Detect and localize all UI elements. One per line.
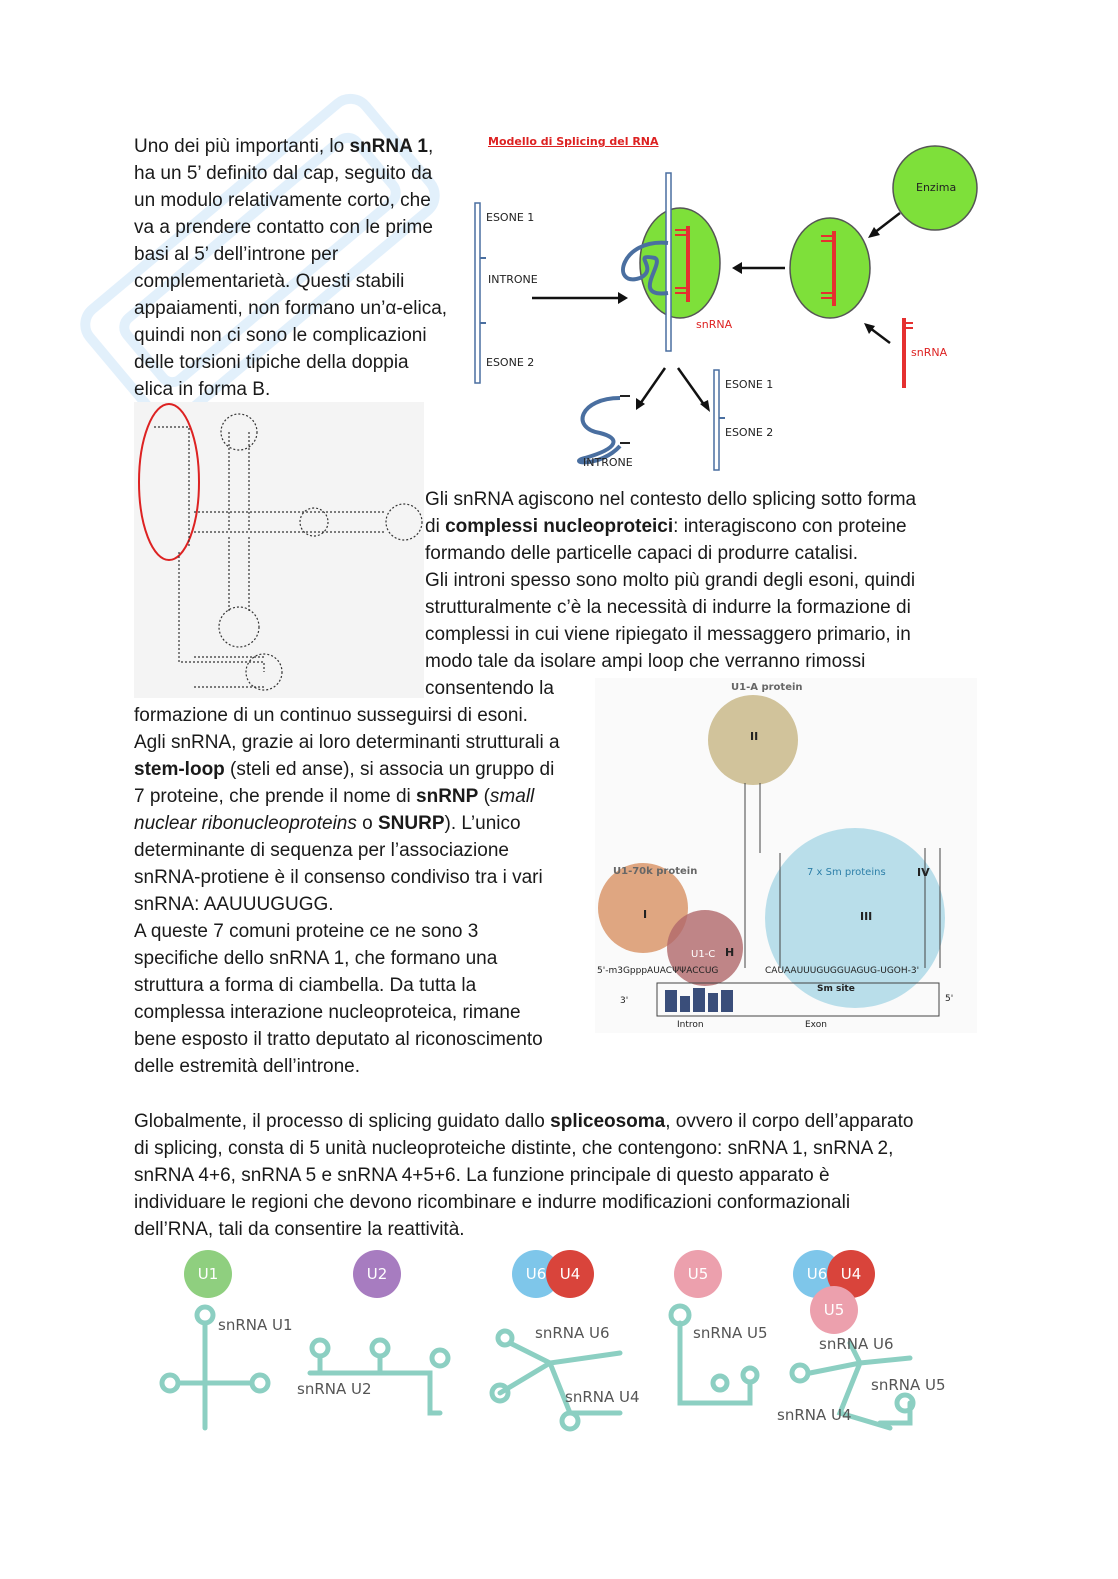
para3-line6: snRNA-protiene è il consenso condiviso t… — [134, 867, 543, 888]
u1a-protein-circle — [708, 695, 798, 785]
label-snrna-u6-complex: snRNA U6 — [819, 1335, 894, 1353]
u4-particle: U4 — [546, 1250, 594, 1298]
label-snrna-u2: snRNA U2 — [297, 1380, 372, 1398]
label-three-prime: 3' — [620, 996, 629, 1006]
para2-line1: Gli snRNA agiscono nel contesto dello sp… — [425, 489, 917, 510]
snrna-bar — [686, 226, 690, 302]
para2-line5: strutturalmente c’è la necessità di indu… — [425, 597, 911, 618]
sm-proteins-circle — [765, 828, 945, 1008]
snrna-secondary-structure-figure — [134, 402, 424, 698]
u1-snrnp-graphics — [598, 695, 945, 1017]
para1-line8: quindi non ci sono le complicazioni — [134, 325, 427, 346]
para1-line10: elica in forma B. — [134, 379, 271, 400]
label-exon: Exon — [805, 1020, 827, 1030]
label-stem-h: H — [725, 946, 735, 959]
snrnp-row-figure: U1 U2 U6 U4 U5 U6 U4 U5 — [150, 1248, 990, 1438]
para2-line3: formando delle particelle capaci di prod… — [425, 543, 859, 564]
excised-intron — [577, 396, 622, 465]
label-stem-iii: III — [860, 910, 873, 923]
label-snrna-b: snRNA — [911, 346, 948, 359]
snrna-structures-graphics — [159, 1303, 916, 1432]
label-snrna-u6: snRNA U6 — [535, 1324, 610, 1342]
label-esone2: ESONE 2 — [486, 356, 535, 369]
para3-line2: stem-loop (steli ed anse), si associa un… — [134, 759, 555, 780]
label-stem-i: I — [643, 908, 648, 921]
label-enzima: Enzima — [916, 181, 957, 194]
label-esone2-out: ESONE 2 — [725, 426, 774, 439]
splicing-model-title: Modello di Splicing del RNA — [488, 135, 659, 148]
u170k-protein-circle — [598, 863, 688, 953]
para1-line4: va a prendere contatto con le prime — [134, 217, 433, 238]
para3-line10: struttura a forma di ciambella. Da tutta… — [134, 975, 477, 996]
u1c-protein-circle — [667, 910, 743, 986]
para3-line12: bene esposto il tratto deputato al ricon… — [134, 1029, 543, 1050]
u5-particle: U5 — [674, 1250, 722, 1298]
para4-line1: Globalmente, il processo di splicing gui… — [134, 1111, 914, 1132]
para3-line1: Agli snRNA, grazie ai loro determinanti … — [134, 732, 560, 753]
free-snrna-bar — [902, 318, 906, 388]
label-sm-proteins: 7 x Sm proteins — [807, 867, 886, 878]
joined-exons-bar — [713, 369, 720, 471]
para2-line4: Gli introni spesso sono molto più grandi… — [425, 570, 916, 591]
para2-line8: consentendo la — [425, 678, 554, 699]
para4-line5: dell’RNA, tali da consentire la reattivi… — [134, 1219, 465, 1240]
para2-line9: formazione di un continuo susseguirsi di… — [134, 705, 528, 726]
para2-line2: di complessi nucleoproteici: interagisco… — [425, 516, 907, 537]
label-u1a-protein: U1-A protein — [731, 682, 803, 693]
para4-line3: snRNA 4+6, snRNA 5 e snRNA 4+5+6. La fun… — [134, 1165, 830, 1186]
para4-line2: di splicing, consta di 5 unità nucleopro… — [134, 1138, 894, 1159]
splicing-model-diagram: Modello di Splicing del RNA — [470, 128, 990, 478]
para3-line8: A queste 7 comuni proteine ce ne sono 3 — [134, 921, 479, 942]
para3-line11: complessa interazione nucleoproteica, ri… — [134, 1002, 521, 1023]
spliceosome-oval — [639, 207, 721, 319]
para1-line9: delle torsioni tipiche della doppia — [134, 352, 409, 373]
intron-loop — [621, 240, 669, 296]
pre-mrna-bar — [474, 202, 481, 384]
label-u1c: U1-C — [691, 949, 716, 960]
u5-complex-particle: U5 — [810, 1286, 858, 1334]
u2-particle: U2 — [353, 1250, 401, 1298]
label-five-prime: 5' — [945, 994, 954, 1004]
splicing-model-graphics — [474, 145, 978, 471]
label-esone1: ESONE 1 — [486, 211, 535, 224]
para3-line5: determinante di sequenza per l’associazi… — [134, 840, 509, 861]
label-u170k-protein: U1-70k protein — [613, 866, 698, 877]
u4-complex-particle: U4 — [827, 1250, 875, 1298]
label-intron: Intron — [677, 1020, 704, 1030]
label-snrna-u5: snRNA U5 — [693, 1324, 768, 1342]
para3-line9: specifiche dello snRNA 1, che formano un… — [134, 948, 498, 969]
u1-snrnp-figure: U1-A protein U1-70k protein 7 x Sm prote… — [595, 678, 977, 1033]
label-introne-out: INTRONE — [583, 456, 633, 469]
para1-line2: ha un 5’ definito dal cap, seguito da — [134, 163, 433, 184]
para3-line7: snRNA: AAUUUGUGG. — [134, 894, 334, 915]
para2-line7: modo tale da isolare ampi loop che verra… — [425, 651, 866, 672]
highlight-ellipse — [138, 403, 200, 561]
label-esone1-out: ESONE 1 — [725, 378, 774, 391]
label-seq-left: 5'-m3GpppAUACΨΨACCUG — [597, 966, 719, 976]
u1-particle: U1 — [184, 1250, 232, 1298]
para4-line4: individuare le regioni che devono ricomb… — [134, 1192, 851, 1213]
enzyme-snrna-oval — [789, 217, 871, 319]
label-snrna-u4-complex: snRNA U4 — [777, 1406, 852, 1424]
label-introne: INTRONE — [488, 273, 538, 286]
label-stem-ii: II — [750, 730, 759, 743]
para3-line4: nuclear ribonucleoproteins o SNURP). L’u… — [134, 813, 521, 834]
para1-line6: complementarietà. Questi stabili — [134, 271, 405, 292]
para3-line13: delle estremità dell’introne. — [134, 1056, 361, 1077]
label-stem-iv: IV — [917, 866, 930, 879]
label-snrna-a: snRNA — [696, 318, 733, 331]
label-seq-mid: CAUAAUUUGUGGUAGUG-UGOH-3' — [765, 966, 920, 976]
para1-line5: basi al 5’ dell’introne per — [134, 244, 339, 265]
label-snrna-u5-complex: snRNA U5 — [871, 1376, 946, 1394]
para2-line6: complessi in cui viene ripiegato il mess… — [425, 624, 911, 645]
para1-line7: appaiamenti, non formano un’α-elica, — [134, 298, 448, 319]
label-snrna-u1: snRNA U1 — [218, 1316, 293, 1334]
label-sm-site: Sm site — [817, 984, 855, 994]
enzyme-circle — [892, 145, 978, 231]
label-snrna-u4: snRNA U4 — [565, 1388, 640, 1406]
para1-line3: un modulo relativamente corto, che — [134, 190, 431, 211]
snrna-structure-graphics — [138, 403, 423, 691]
para3-line3: 7 proteine, che prende il nome di snRNP … — [134, 786, 535, 807]
para1-line1: Uno dei più importanti, lo snRNA 1, — [134, 136, 434, 157]
